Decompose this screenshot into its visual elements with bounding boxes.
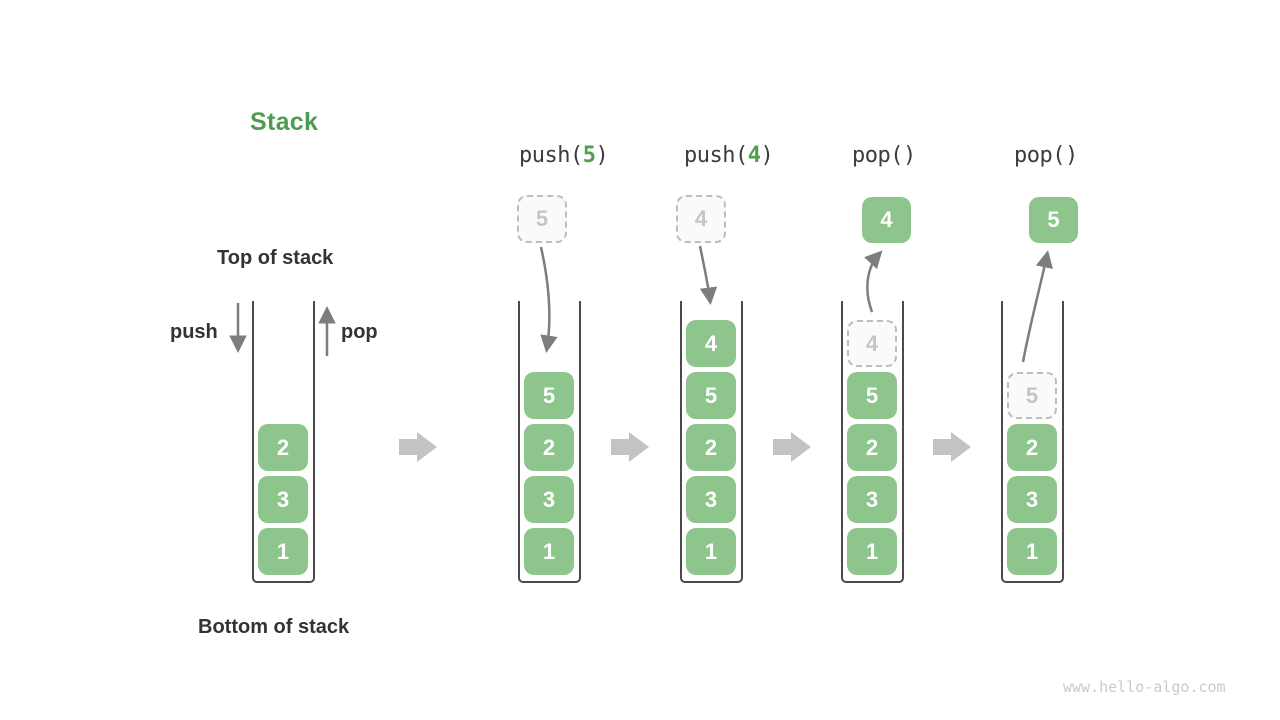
operation-header-push-5: push(5) bbox=[519, 143, 609, 168]
stack-block: 4 bbox=[686, 320, 736, 367]
header-fn: pop() bbox=[1014, 143, 1078, 168]
stack-block: 2 bbox=[686, 424, 736, 471]
stack-container-1 bbox=[252, 301, 315, 583]
incoming-element-box: 4 bbox=[676, 195, 726, 243]
watermark: www.hello-algo.com bbox=[1063, 678, 1226, 696]
stack-block: 1 bbox=[1007, 528, 1057, 575]
stack-block: 2 bbox=[524, 424, 574, 471]
stack-block: 1 bbox=[524, 528, 574, 575]
stack-block-ghost: 4 bbox=[847, 320, 897, 367]
header-close: ) bbox=[760, 143, 774, 168]
stack-block: 1 bbox=[686, 528, 736, 575]
stack-block: 3 bbox=[847, 476, 897, 523]
bottom-of-stack-label: Bottom of stack bbox=[198, 616, 350, 638]
stack-block: 5 bbox=[524, 372, 574, 419]
stack-block-ghost: 5 bbox=[1007, 372, 1057, 419]
operation-header-pop-1: pop() bbox=[852, 143, 916, 168]
stack-block: 2 bbox=[847, 424, 897, 471]
popped-element-box: 4 bbox=[862, 197, 911, 243]
transition-arrow-icon bbox=[611, 432, 649, 462]
header-fn: push( bbox=[684, 143, 748, 168]
header-fn: push( bbox=[519, 143, 583, 168]
stack-block: 3 bbox=[524, 476, 574, 523]
stack-block: 3 bbox=[258, 476, 308, 523]
transition-arrow-icon bbox=[773, 432, 811, 462]
stack-container-5 bbox=[1001, 301, 1064, 583]
incoming-element-box: 5 bbox=[517, 195, 567, 243]
popped-element-box: 5 bbox=[1029, 197, 1078, 243]
stack-block: 2 bbox=[258, 424, 308, 471]
stack-block: 1 bbox=[847, 528, 897, 575]
diagram-title: Stack bbox=[250, 108, 319, 136]
stack-container-4 bbox=[841, 301, 904, 583]
header-arg: 5 bbox=[582, 143, 596, 168]
stack-block: 5 bbox=[686, 372, 736, 419]
stack-block: 3 bbox=[686, 476, 736, 523]
stack-block: 3 bbox=[1007, 476, 1057, 523]
header-close: ) bbox=[595, 143, 609, 168]
top-of-stack-label: Top of stack bbox=[217, 247, 334, 269]
transition-arrow-icon bbox=[399, 432, 437, 462]
header-arg: 4 bbox=[747, 143, 761, 168]
push-4-arrow bbox=[698, 245, 718, 305]
operation-header-pop-2: pop() bbox=[1014, 143, 1078, 168]
header-fn: pop() bbox=[852, 143, 916, 168]
transition-arrow-icon bbox=[933, 432, 971, 462]
stack-container-2 bbox=[518, 301, 581, 583]
pop-label: pop bbox=[341, 321, 378, 343]
operation-header-push-4: push(4) bbox=[684, 143, 774, 168]
stack-block: 1 bbox=[258, 528, 308, 575]
stack-container-3 bbox=[680, 301, 743, 583]
push-label: push bbox=[170, 321, 218, 343]
stack-block: 2 bbox=[1007, 424, 1057, 471]
stack-block: 5 bbox=[847, 372, 897, 419]
